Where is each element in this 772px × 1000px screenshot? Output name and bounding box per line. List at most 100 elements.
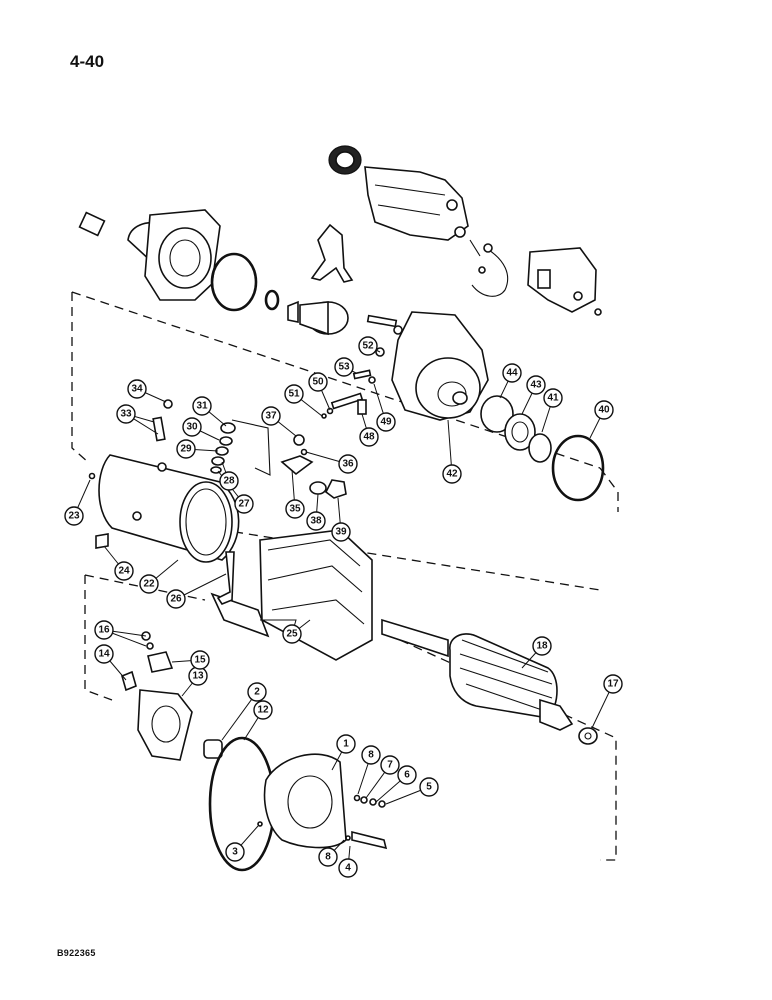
svg-text:35: 35 — [289, 504, 301, 515]
svg-text:27: 27 — [238, 499, 250, 510]
callout-28: 28 — [219, 471, 239, 491]
callout-53: 53 — [334, 357, 354, 377]
callout-8-upper: 8 — [361, 745, 381, 765]
callout-52: 52 — [358, 336, 378, 356]
callout-33: 33 — [116, 404, 136, 424]
callout-5: 5 — [419, 777, 439, 797]
commutator-end-frame — [208, 736, 388, 872]
callout-39: 39 — [331, 522, 351, 542]
svg-text:41: 41 — [547, 393, 559, 404]
callout-17: 17 — [603, 674, 623, 694]
callout-29: 29 — [176, 439, 196, 459]
callout-15: 15 — [190, 650, 210, 670]
callout-40: 40 — [594, 400, 614, 420]
svg-text:34: 34 — [131, 384, 143, 395]
callout-16: 16 — [94, 620, 114, 640]
callout-13: 13 — [188, 666, 208, 686]
solenoid-bracket — [527, 247, 602, 316]
svg-text:8: 8 — [325, 852, 331, 863]
callout-14: 14 — [94, 644, 114, 664]
small-hardware-upper — [321, 347, 385, 419]
callout-44: 44 — [502, 363, 522, 383]
svg-text:23: 23 — [68, 511, 80, 522]
svg-text:33: 33 — [120, 409, 132, 420]
svg-text:31: 31 — [196, 401, 208, 412]
callout-4: 4 — [338, 858, 358, 878]
callout-18: 18 — [532, 636, 552, 656]
callout-34: 34 — [127, 379, 147, 399]
svg-text:40: 40 — [598, 405, 610, 416]
svg-text:42: 42 — [446, 469, 458, 480]
svg-text:18: 18 — [536, 641, 548, 652]
svg-text:5: 5 — [426, 782, 432, 793]
page-number: 4-40 — [70, 52, 105, 71]
callout-27: 27 — [234, 494, 254, 514]
callout-30: 30 — [182, 417, 202, 437]
callout-26: 26 — [166, 589, 186, 609]
svg-text:13: 13 — [192, 671, 204, 682]
pinion-drive — [264, 289, 349, 336]
svg-text:52: 52 — [362, 341, 374, 352]
callout-25: 25 — [282, 624, 302, 644]
armature — [381, 618, 598, 745]
callout-36: 36 — [338, 454, 358, 474]
svg-text:17: 17 — [607, 679, 619, 690]
callout-2: 2 — [247, 682, 267, 702]
callout-1: 1 — [336, 734, 356, 754]
callout-35: 35 — [285, 499, 305, 519]
svg-text:48: 48 — [363, 432, 375, 443]
svg-text:14: 14 — [98, 649, 110, 660]
svg-text:26: 26 — [170, 594, 182, 605]
svg-text:16: 16 — [98, 625, 110, 636]
intermediate-housing — [366, 311, 605, 502]
svg-text:3: 3 — [232, 847, 238, 858]
callout-7: 7 — [380, 755, 400, 775]
drive-housing — [78, 209, 258, 312]
figure-code: B922365 — [57, 948, 96, 958]
svg-text:44: 44 — [506, 368, 518, 379]
callout-37: 37 — [261, 406, 281, 426]
callout-42: 42 — [442, 464, 462, 484]
callout-49: 49 — [376, 412, 396, 432]
svg-text:49: 49 — [380, 417, 392, 428]
svg-text:15: 15 — [194, 655, 206, 666]
svg-text:39: 39 — [335, 527, 347, 538]
svg-text:29: 29 — [180, 444, 192, 455]
solenoid-assembly — [328, 145, 509, 297]
callout-24: 24 — [114, 561, 134, 581]
callout-23: 23 — [64, 506, 84, 526]
callout-8-lower: 8 — [318, 847, 338, 867]
callout-48: 48 — [359, 427, 379, 447]
callout-43: 43 — [526, 375, 546, 395]
svg-text:38: 38 — [310, 516, 322, 527]
shift-lever — [310, 223, 354, 283]
svg-text:43: 43 — [530, 380, 542, 391]
upper-group-boundary — [71, 291, 619, 591]
terminal-bracket — [280, 434, 347, 499]
callout-41: 41 — [543, 388, 563, 408]
svg-text:28: 28 — [223, 476, 235, 487]
callout-22: 22 — [139, 574, 159, 594]
svg-text:8: 8 — [368, 750, 374, 761]
svg-text:6: 6 — [404, 770, 410, 781]
brush-holder — [121, 631, 223, 761]
callout-50: 50 — [308, 372, 328, 392]
callout-3: 3 — [225, 842, 245, 862]
callout-6: 6 — [397, 765, 417, 785]
terminal-hardware — [152, 399, 271, 476]
svg-text:24: 24 — [118, 566, 130, 577]
svg-text:51: 51 — [288, 389, 300, 400]
svg-text:4: 4 — [345, 863, 351, 874]
callout-51: 51 — [284, 384, 304, 404]
svg-text:36: 36 — [342, 459, 354, 470]
svg-text:7: 7 — [387, 760, 393, 771]
svg-text:25: 25 — [286, 629, 298, 640]
svg-text:30: 30 — [186, 422, 198, 433]
callout-12: 12 — [253, 700, 273, 720]
svg-text:12: 12 — [257, 705, 269, 716]
callout-38: 38 — [306, 511, 326, 531]
svg-text:2: 2 — [254, 687, 260, 698]
svg-text:1: 1 — [343, 739, 349, 750]
svg-text:37: 37 — [265, 411, 277, 422]
